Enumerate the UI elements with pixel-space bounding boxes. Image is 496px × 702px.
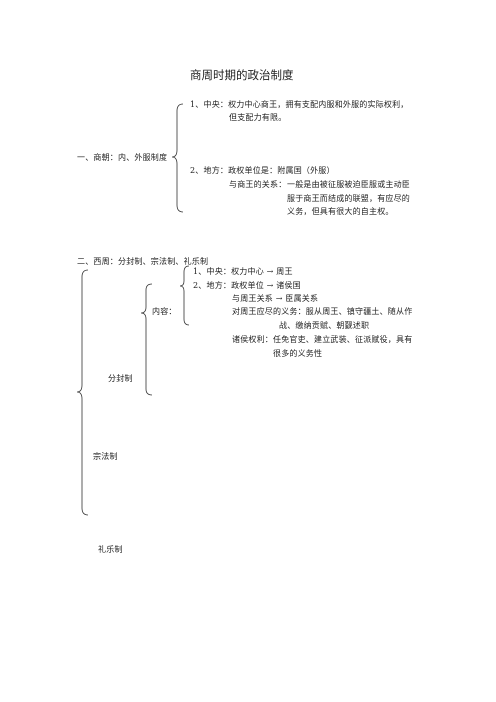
zhou-liyue-label: 礼乐制 — [98, 545, 123, 554]
shang-local-line1: 2、地方：政权单位是：附属国（外服） — [190, 166, 335, 175]
fenfeng-brace — [140, 283, 153, 396]
shang-relation-label: 与商王的关系： — [229, 180, 287, 189]
zhou-rights-line1: 诸侯权利：任免官吏、建立武装、征派赋役，具有 — [232, 335, 413, 344]
shang-heading: 一、商朝：内、外服制度 — [77, 153, 168, 162]
shang-central-line2: 但支配力有限。 — [229, 113, 287, 122]
zhou-fenfeng-label: 分封制 — [108, 374, 133, 383]
page-title: 商周时期的政治制度 — [190, 68, 294, 82]
shang-relation-line1: 一般是由被征服被迫臣服或主动臣 — [287, 180, 410, 189]
shang-central-line1: 1、中央：权力中心商王，拥有支配内服和外服的实际权利， — [190, 100, 409, 109]
zhou-heading: 二、西周：分封制、宗法制、礼乐制 — [77, 257, 209, 266]
content-brace — [179, 265, 190, 326]
zhou-rights-line2: 很多的义务性 — [273, 349, 323, 358]
zhou-content-label: 内容： — [152, 307, 177, 316]
zhou-outer-brace — [76, 269, 89, 516]
zhou-duty-line1: 对周王应尽的义务：服从周王、镇守疆土、随从作 — [232, 307, 413, 316]
zhou-zongfa-label: 宗法制 — [93, 452, 118, 461]
zhou-duty-line2: 战、缴纳贡赋、朝觐述职 — [279, 321, 370, 330]
zhou-relation-line: 与周王关系 → 臣属关系 — [232, 294, 319, 303]
zhou-local-line: 2、地方：政权单位 → 诸侯国 — [193, 281, 301, 290]
shang-relation-line3: 义务，但具有很大的自主权。 — [287, 207, 394, 216]
shang-brace — [171, 103, 184, 213]
shang-relation-line2: 服于商王而结成的联盟，有应尽的 — [287, 194, 410, 203]
zhou-central-line: 1、中央：权力中心 → 周王 — [193, 267, 293, 276]
